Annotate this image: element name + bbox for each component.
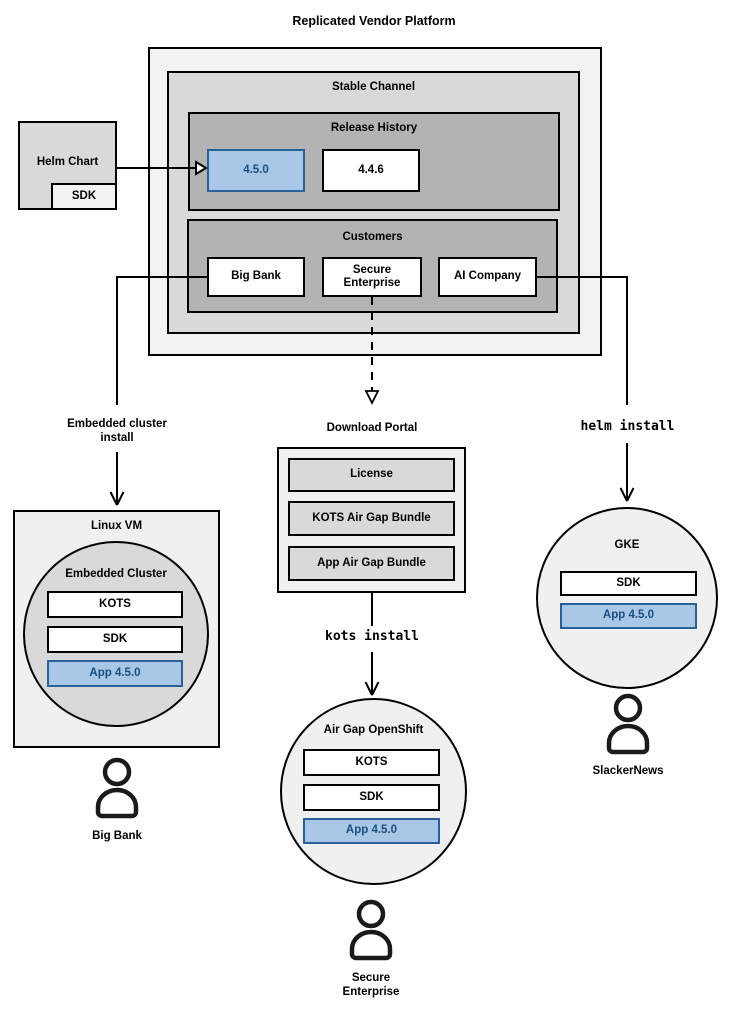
download-portal-app-bundle: App Air Gap Bundle: [288, 546, 455, 581]
air-gap-openshift-label: Air Gap OpenShift: [323, 724, 424, 736]
download-portal-label: Download Portal: [326, 422, 418, 434]
customers-label: Customers: [342, 231, 403, 243]
embedded-cluster-install-label: Embedded cluster install: [67, 418, 167, 445]
gke-sdk: SDK: [560, 571, 697, 596]
openshift-sdk: SDK: [303, 784, 440, 811]
download-portal-license: License: [288, 458, 455, 492]
download-portal-kots-bundle: KOTS Air Gap Bundle: [288, 501, 455, 536]
embedded-cluster-sdk: SDK: [47, 626, 183, 653]
helm-chart-label: Helm Chart: [36, 156, 99, 168]
slackernews-person-icon: [603, 693, 653, 762]
secure-enterprise-person-label: Secure Enterprise: [342, 972, 400, 999]
slackernews-person-label: SlackerNews: [592, 765, 664, 777]
linux-vm-label: Linux VM: [90, 520, 143, 532]
release-history-label: Release History: [330, 122, 418, 134]
openshift-app: App 4.5.0: [303, 818, 440, 844]
embedded-cluster-app: App 4.5.0: [47, 660, 183, 687]
secure-enterprise-person-icon: [346, 899, 396, 968]
gke-app: App 4.5.0: [560, 603, 697, 629]
openshift-kots: KOTS: [303, 749, 440, 776]
customer-ai-company: AI Company: [438, 257, 537, 297]
gke-circle: [536, 507, 718, 689]
helm-chart-sdk-box: SDK: [51, 183, 117, 210]
release-version-446: 4.4.6: [322, 149, 420, 192]
diagram-title: Replicated Vendor Platform: [292, 14, 456, 28]
embedded-cluster-label: Embedded Cluster: [65, 568, 167, 580]
big-bank-person-label: Big Bank: [92, 830, 142, 842]
customer-secure-enterprise: Secure Enterprise: [322, 257, 422, 297]
big-bank-person-icon: [92, 757, 142, 826]
release-version-450: 4.5.0: [207, 149, 305, 192]
helm-install-label: helm install: [580, 419, 675, 434]
gke-label: GKE: [614, 539, 640, 551]
kots-install-label: kots install: [325, 629, 419, 644]
embedded-cluster-kots: KOTS: [47, 591, 183, 618]
stable-channel-label: Stable Channel: [331, 81, 416, 93]
customer-big-bank: Big Bank: [207, 257, 305, 297]
